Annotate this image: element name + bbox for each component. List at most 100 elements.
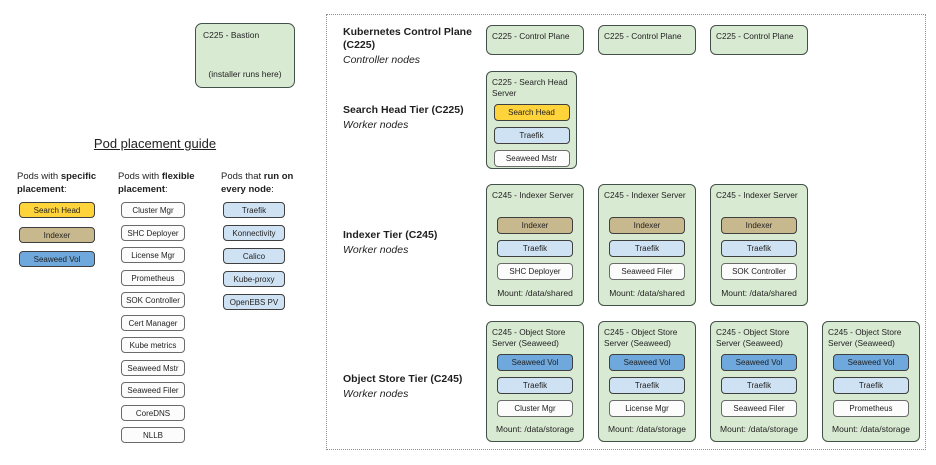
guide-heading-suffix: : (64, 184, 67, 195)
guide-heading-bold: specific placement (17, 171, 97, 195)
tier-row-object-store-tier-c245: Object Store Tier (C245) Worker nodes C245… (327, 321, 925, 442)
pod-chip-calico: Calico (223, 248, 285, 264)
pod-chip-license-mgr: License Mgr (121, 247, 185, 263)
node-title: C225 - Search Head Server (492, 77, 568, 98)
pod-chip-kube-proxy: Kube-proxy (223, 271, 285, 287)
node-title: C245 - Indexer Server (716, 190, 798, 200)
pod-chip-openebs-pv: OpenEBS PV (223, 294, 285, 310)
node-box-c245-object-store-server-seaweed: C245 - Object Store Server (Seaweed) Seaw… (598, 321, 696, 442)
pod-chip-traefik: Traefik (497, 377, 573, 394)
node-mount-path: Mount: /data/storage (832, 424, 910, 434)
guide-column-heading: Pods that run on every node: (221, 170, 303, 196)
pod-chip-traefik: Traefik (609, 377, 685, 394)
cluster-boundary: Kubernetes Control Plane (C225) Controlle… (326, 14, 926, 450)
node-mount-path: Mount: /data/storage (608, 424, 686, 434)
node-box-c225-control-plane: C225 - Control Plane (598, 25, 696, 55)
pod-chip-traefik: Traefik (497, 240, 573, 257)
pod-chip-seaweed-filer: Seaweed Filer (721, 400, 797, 417)
bastion-node-box: C225 - Bastion (installer runs here) (195, 23, 295, 88)
tier-node-type: Worker nodes (343, 388, 409, 400)
pod-chip-seaweed-mstr: Seaweed Mstr (493, 150, 570, 167)
pod-chip-seaweed-vol: Seaweed Vol (833, 354, 909, 371)
pod-chip-seaweed-vol: Seaweed Vol (609, 354, 685, 371)
guide-heading-prefix: Pods with (118, 171, 162, 182)
guide-column: Pods with flexible placement: Cluster Mgr… (118, 170, 200, 450)
guide-heading-prefix: Pods that (221, 171, 264, 182)
pod-chip-sok-controller: SOK Controller (721, 263, 797, 280)
node-title: C225 - Control Plane (716, 31, 794, 41)
pod-chip-traefik: Traefik (223, 202, 285, 218)
tier-name: Indexer Tier (C245) (343, 229, 438, 241)
pod-chip-traefik: Traefik (493, 127, 570, 144)
pod-chip-cluster-mgr: Cluster Mgr (497, 400, 573, 417)
tier-row-kubernetes-control-plane-c225: Kubernetes Control Plane (C225) Controlle… (327, 25, 925, 69)
pod-chip-seaweed-filer: Seaweed Filer (121, 382, 185, 398)
pod-chip-seaweed-mstr: Seaweed Mstr (121, 359, 185, 376)
pod-chip-traefik: Traefik (609, 240, 685, 257)
guide-column: Pods with specific placement:Search Head… (17, 170, 101, 276)
pod-chip-seaweed-vol: Seaweed Vol (721, 354, 797, 371)
guide-column-heading: Pods with specific placement: (17, 170, 101, 196)
pod-chip-indexer: Indexer (497, 217, 573, 234)
tier-nodes: C225 - Control Plane C225 - Control Plane… (486, 25, 808, 55)
bastion-note: (installer runs here) (208, 69, 282, 79)
node-mount-path: Mount: /data/shared (721, 288, 797, 298)
guide-column-heading: Pods with flexible placement: (118, 170, 200, 196)
node-box-c225-control-plane: C225 - Control Plane (710, 25, 808, 55)
tier-name: Object Store Tier (C245) (343, 373, 463, 385)
tier-label: Object Store Tier (C245) Worker nodes (343, 373, 485, 401)
tier-label: Kubernetes Control Plane (C225) Controlle… (343, 26, 485, 67)
tier-node-type: Controller nodes (343, 54, 421, 66)
tier-nodes: C245 - Object Store Server (Seaweed) Seaw… (486, 321, 920, 442)
bastion-title: C225 - Bastion (203, 30, 260, 40)
node-mount-path: Mount: /data/storage (496, 424, 574, 434)
guide-heading-suffix: : (165, 184, 168, 195)
pod-chip-cluster-mgr: Cluster Mgr (121, 202, 185, 218)
node-title: C245 - Object Store Server (Seaweed) (492, 327, 566, 348)
pod-chip-kube-metrics: Kube metrics (121, 337, 185, 353)
node-mount-path: Mount: /data/shared (497, 288, 573, 298)
node-box-c245-object-store-server-seaweed: C245 - Object Store Server (Seaweed) Seaw… (486, 321, 584, 442)
node-title: C225 - Control Plane (604, 31, 682, 41)
pod-chip-prometheus: Prometheus (121, 269, 185, 286)
pod-chip-seaweed-vol: Seaweed Vol (497, 354, 573, 371)
pod-chip-traefik: Traefik (721, 377, 797, 394)
tier-name: Search Head Tier (C225) (343, 104, 464, 116)
pod-chip-seaweed-vol: Seaweed Vol (19, 251, 95, 267)
node-title: C225 - Control Plane (492, 31, 570, 41)
node-box-c225-control-plane: C225 - Control Plane (486, 25, 584, 55)
pod-chip-cert-manager: Cert Manager (121, 314, 185, 331)
pod-chip-indexer: Indexer (721, 217, 797, 234)
tier-name: Kubernetes Control Plane (C225) (343, 26, 472, 51)
pod-placement-guide-title: Pod placement guide (93, 136, 217, 151)
tier-label: Indexer Tier (C245)Worker nodes (343, 229, 485, 257)
node-title: C245 - Indexer Server (492, 190, 574, 200)
pod-chip-konnectivity: Konnectivity (223, 225, 285, 241)
node-title: C245 - Indexer Server (604, 190, 686, 200)
node-box-c245-object-store-server-seaweed: C245 - Object Store Server (Seaweed)Seaw… (822, 321, 920, 442)
pod-chip-nllb: NLLB (121, 427, 185, 443)
pod-chip-traefik: Traefik (721, 240, 797, 257)
pod-chip-indexer: Indexer (19, 226, 95, 243)
pod-chip-shc-deployer: SHC Deployer (497, 263, 573, 280)
node-title: C245 - Object Store Server (Seaweed) (604, 327, 678, 348)
pod-chip-indexer: Indexer (609, 217, 685, 234)
node-mount-path: Mount: /data/storage (720, 424, 798, 434)
node-mount-path: Mount: /data/shared (609, 288, 685, 298)
node-title: C245 - Object Store Server (Seaweed) (716, 327, 790, 348)
